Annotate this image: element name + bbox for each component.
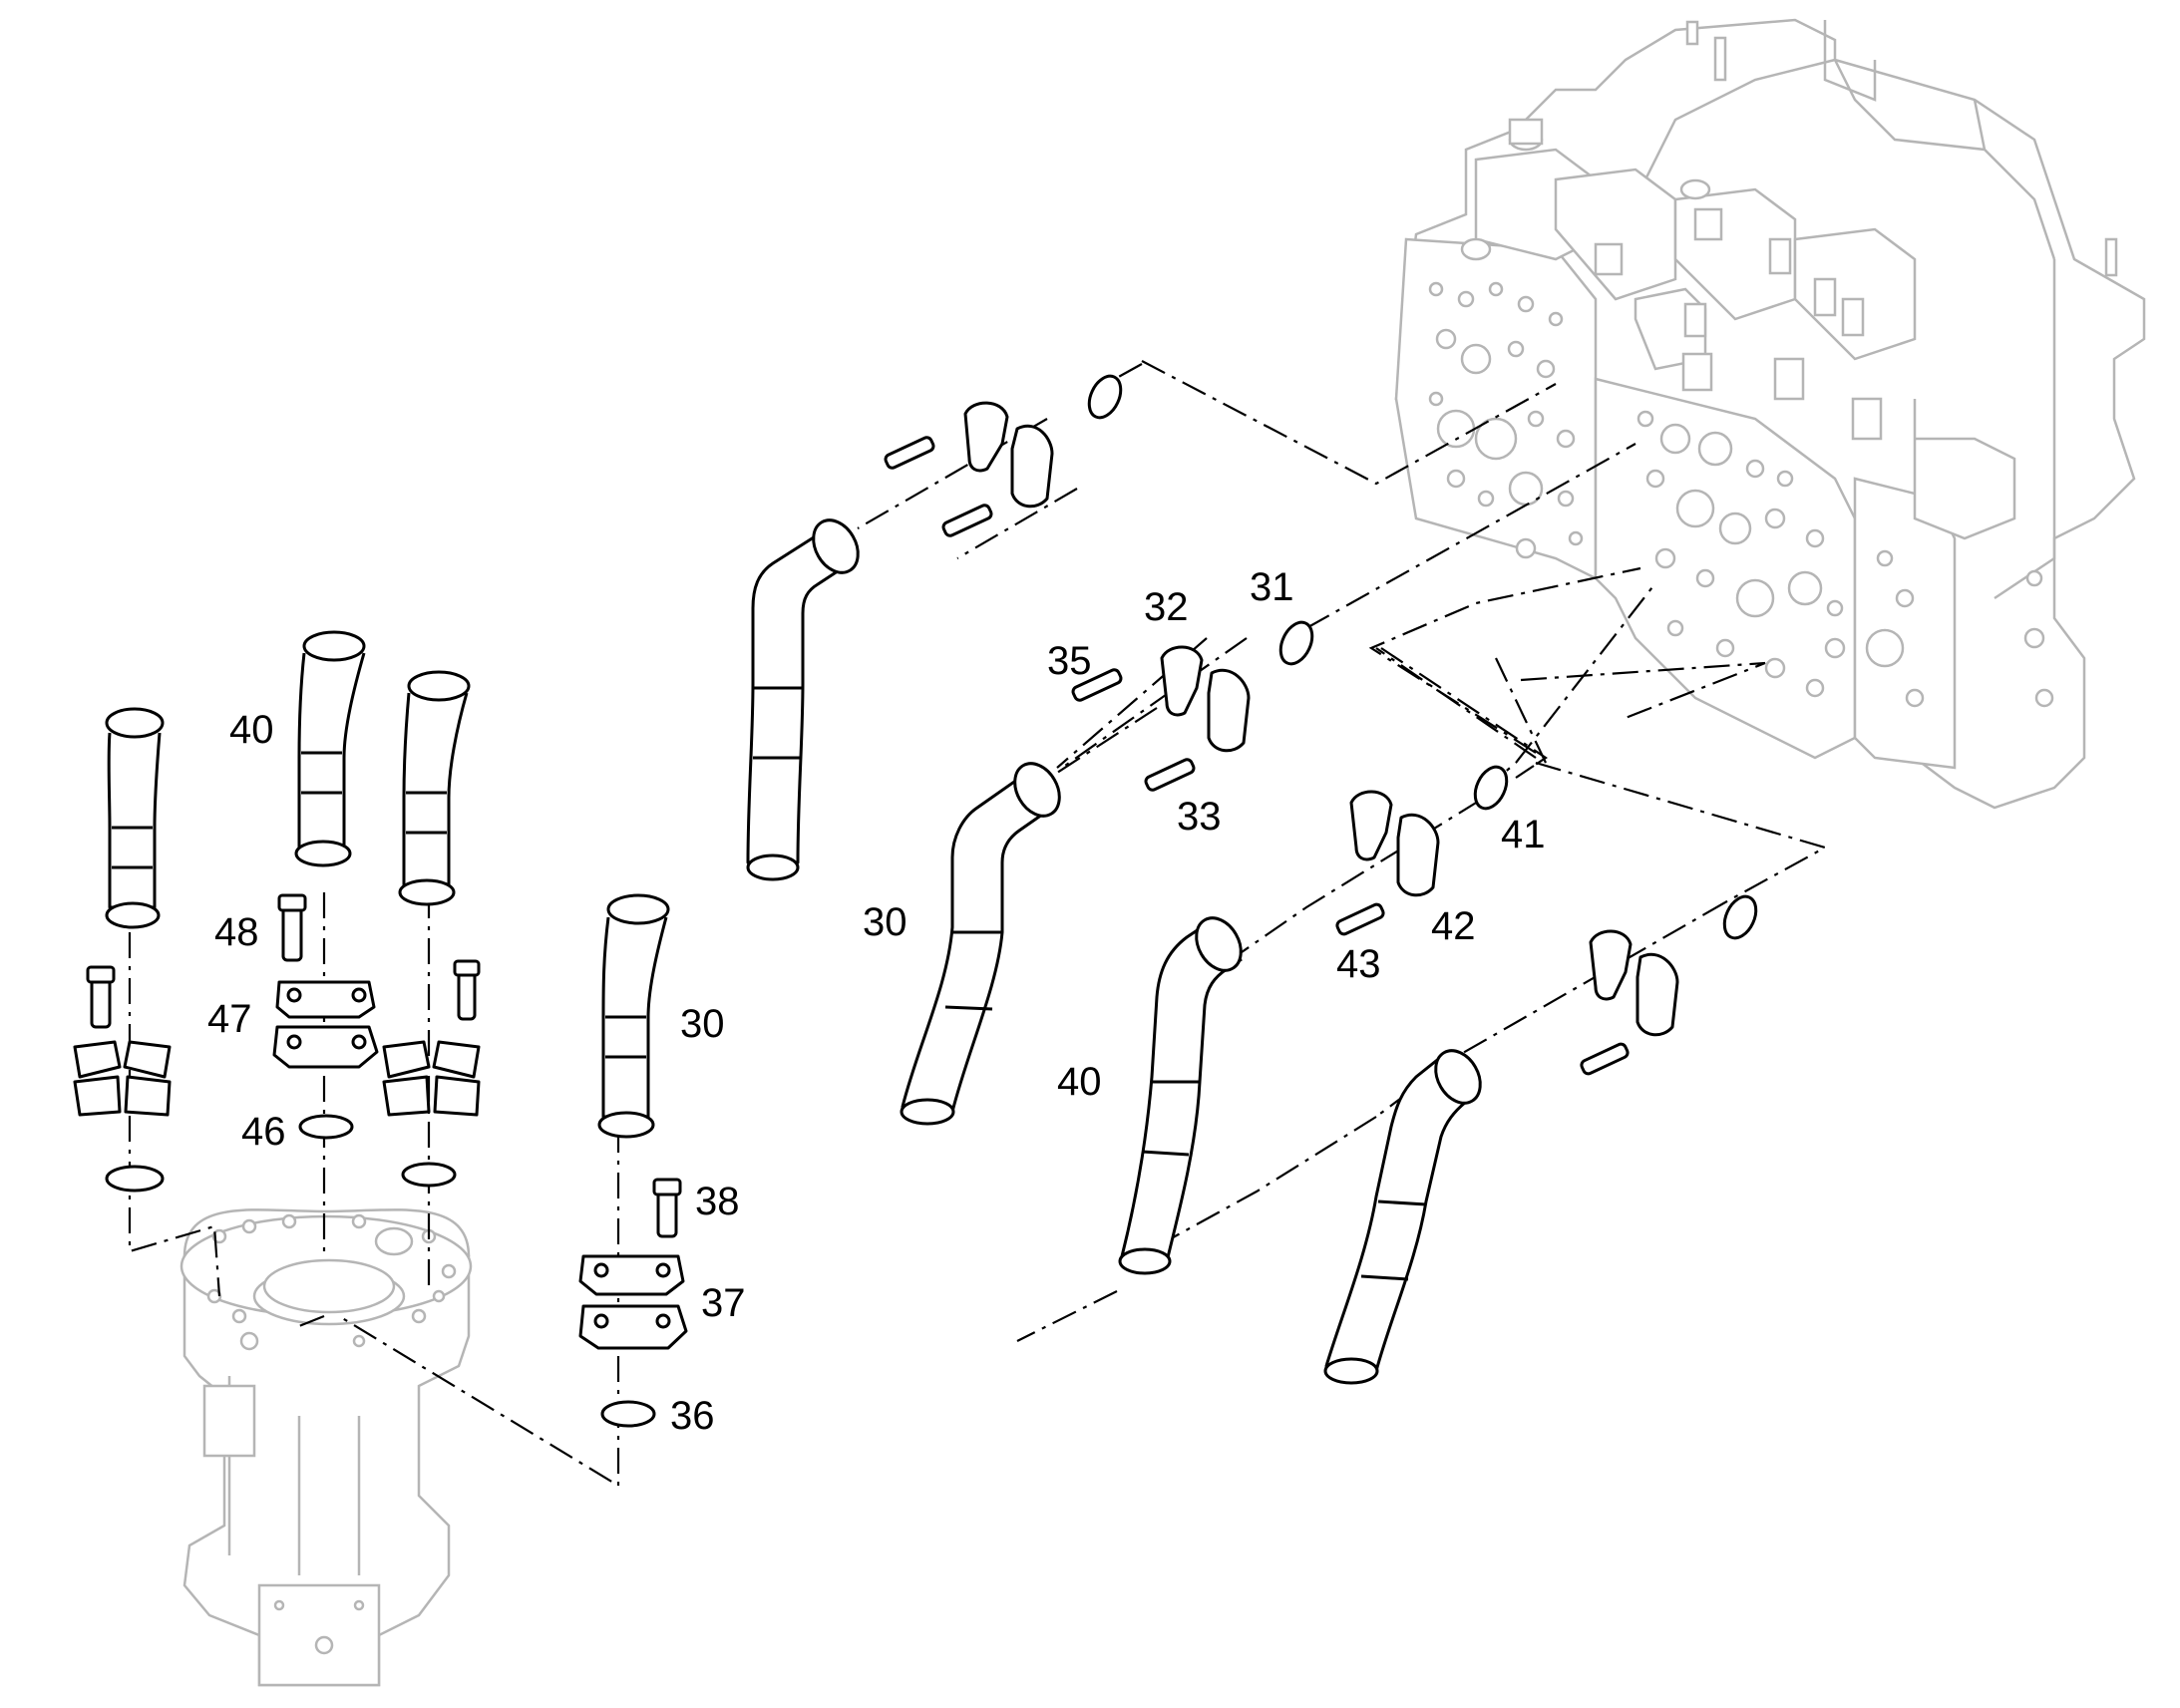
hose-40-left [294, 630, 366, 867]
callout-31: 31 [1250, 565, 1294, 609]
callout-35: 35 [1047, 639, 1092, 683]
o-ring-left-1 [105, 1165, 165, 1193]
screw-38 [652, 1178, 682, 1238]
flange-left-1 [73, 1040, 172, 1117]
flange-37 [578, 1254, 688, 1350]
callout-30-lower: 30 [680, 1002, 725, 1046]
swivel-joint [180, 1208, 473, 1687]
screw-left-3 [453, 959, 481, 1021]
callout-38: 38 [695, 1180, 740, 1223]
callout-33: 33 [1177, 795, 1222, 839]
callout-labels: 40 48 47 46 30 38 37 36 32 31 35 33 30 4… [207, 565, 1546, 1438]
valve-port-holes [1428, 281, 2054, 708]
o-ring-46 [298, 1114, 354, 1140]
callout-40-left: 40 [229, 708, 274, 752]
flange-set-top [884, 374, 1123, 537]
callout-40-bent: 40 [1057, 1060, 1102, 1104]
hose-30-lower [597, 893, 670, 1139]
callout-37: 37 [701, 1281, 746, 1325]
hose-bent-bottom [1323, 1049, 1482, 1385]
screw-48 [277, 893, 307, 962]
screw-left-1 [86, 965, 116, 1029]
callout-41: 41 [1501, 813, 1546, 856]
control-valve-assembly [1394, 18, 2146, 810]
flange-set-bottom [1580, 894, 1758, 1076]
flange-set-42 [1335, 765, 1509, 936]
flange-set-32 [1071, 620, 1314, 792]
callout-36: 36 [670, 1394, 715, 1438]
hose-left-1 [105, 707, 165, 929]
hose-left-3 [398, 670, 471, 906]
hose-30-bent [900, 762, 1061, 1126]
hose-bent-top [746, 518, 860, 881]
hose-40-bent [1118, 916, 1243, 1275]
callout-30-bent: 30 [863, 900, 908, 944]
top-fittings [1460, 20, 2118, 441]
flange-47 [272, 980, 379, 1069]
callout-43: 43 [1336, 942, 1381, 986]
callout-32: 32 [1144, 585, 1189, 629]
callout-47: 47 [207, 997, 252, 1041]
o-ring-36 [600, 1400, 656, 1428]
o-ring-left-3 [401, 1162, 457, 1188]
callout-42: 42 [1431, 904, 1476, 948]
callout-48: 48 [214, 910, 259, 954]
flange-left-3 [382, 1040, 481, 1117]
callout-46: 46 [241, 1110, 286, 1154]
